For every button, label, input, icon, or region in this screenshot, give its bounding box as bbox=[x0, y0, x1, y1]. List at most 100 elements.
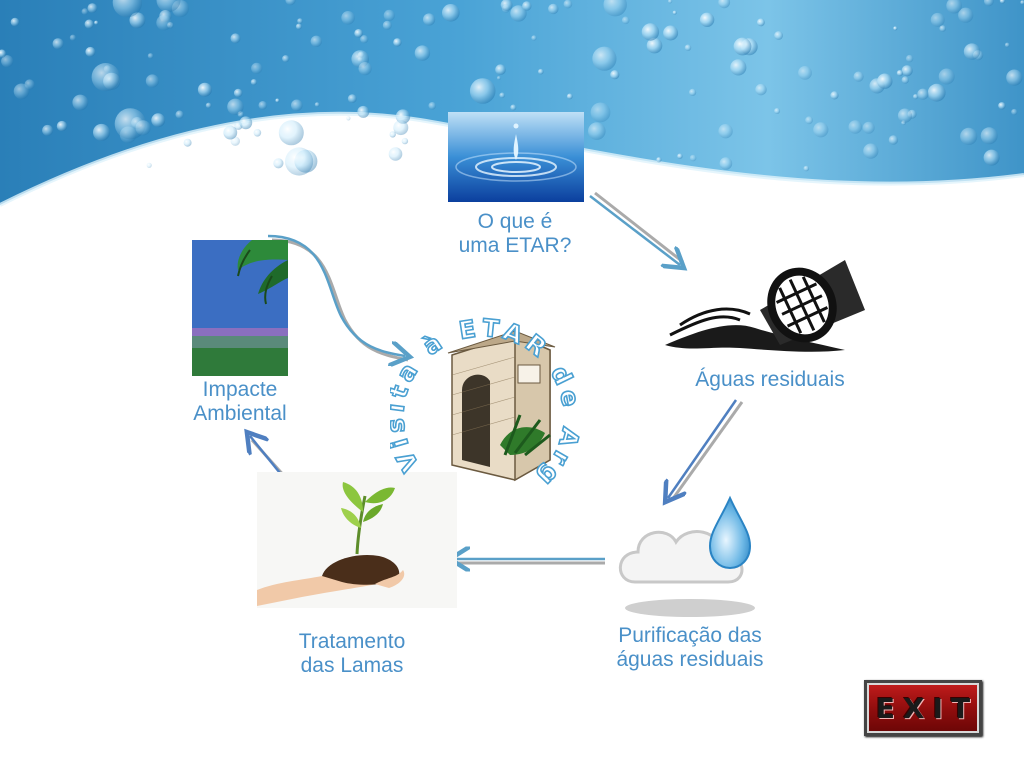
bubble bbox=[285, 147, 314, 176]
node-wastewater[interactable]: Águas residuais bbox=[660, 250, 870, 400]
bubble bbox=[205, 102, 212, 109]
bubble bbox=[251, 62, 263, 74]
node-label-what-is-etar: O que é uma ETAR? bbox=[458, 210, 572, 257]
bubble bbox=[522, 1, 532, 11]
bubble bbox=[672, 10, 677, 15]
bubble bbox=[358, 62, 372, 76]
bubble bbox=[414, 45, 431, 61]
bubble bbox=[510, 5, 527, 22]
bubble bbox=[346, 116, 351, 121]
bubble bbox=[917, 88, 929, 100]
bubble bbox=[677, 153, 683, 159]
bubble bbox=[805, 116, 813, 125]
bubble bbox=[803, 165, 810, 172]
bubble bbox=[401, 137, 409, 145]
bubble bbox=[129, 12, 146, 29]
bubble bbox=[428, 102, 437, 110]
bubble bbox=[258, 101, 268, 110]
bubble bbox=[42, 124, 54, 136]
bubble bbox=[548, 3, 559, 15]
bubble bbox=[395, 109, 411, 124]
bubble bbox=[197, 82, 212, 97]
bubble bbox=[393, 38, 402, 47]
bubble bbox=[946, 0, 962, 14]
bubble bbox=[81, 8, 89, 15]
bubble bbox=[848, 120, 863, 134]
bubble bbox=[72, 94, 89, 111]
bubble bbox=[603, 0, 627, 17]
bubble bbox=[510, 104, 517, 111]
bubble bbox=[893, 26, 898, 31]
bubble bbox=[862, 121, 875, 134]
bubble bbox=[183, 138, 192, 147]
bubble bbox=[275, 98, 280, 103]
bubble bbox=[930, 12, 945, 27]
exit-button-label: EXIT bbox=[875, 691, 979, 725]
bubble bbox=[1006, 69, 1023, 86]
cloud-drop-image bbox=[618, 495, 755, 617]
etar-building-logo: Visita à ETAR de Arganil - bbox=[378, 272, 581, 496]
bubble bbox=[641, 23, 660, 41]
bubble bbox=[984, 0, 994, 7]
hand-plant-image bbox=[257, 472, 457, 608]
bubble bbox=[423, 13, 436, 26]
bubble bbox=[757, 18, 765, 27]
bubble bbox=[239, 116, 253, 130]
node-label-impact: Impacte Ambiental bbox=[193, 378, 287, 425]
bubble bbox=[382, 20, 392, 30]
bubble bbox=[285, 0, 296, 6]
bubble bbox=[112, 0, 143, 18]
drain-pipe-image bbox=[665, 260, 865, 352]
node-label-wastewater: Águas residuais bbox=[695, 368, 845, 391]
bubble bbox=[56, 120, 68, 132]
bubble bbox=[388, 147, 403, 161]
bubble bbox=[853, 71, 864, 82]
node-impact[interactable]: Impacte Ambiental bbox=[180, 240, 300, 440]
landscape-image bbox=[192, 240, 288, 376]
bubble bbox=[980, 127, 998, 145]
bubble bbox=[357, 105, 370, 118]
node-label-sludge: Tratamento das Lamas bbox=[298, 630, 406, 677]
bubble bbox=[230, 33, 241, 44]
bubble bbox=[146, 162, 152, 168]
bubble bbox=[442, 4, 460, 22]
node-purification[interactable]: Purificação das águas residuais bbox=[595, 490, 785, 690]
bubble bbox=[354, 29, 363, 38]
bubble bbox=[684, 44, 692, 51]
node-sludge[interactable]: Tratamento das Lamas bbox=[257, 472, 457, 694]
bubble bbox=[563, 0, 573, 9]
bubble bbox=[227, 98, 244, 116]
bubble bbox=[798, 66, 812, 80]
bubble bbox=[495, 64, 506, 75]
bubble bbox=[913, 94, 919, 100]
bubble bbox=[863, 143, 879, 159]
node-what-is-etar[interactable]: O que é uma ETAR? bbox=[440, 110, 590, 270]
bubble bbox=[278, 120, 304, 146]
bubble bbox=[830, 91, 839, 100]
bubble bbox=[963, 43, 981, 60]
bubble bbox=[958, 7, 974, 23]
bubble bbox=[499, 92, 506, 99]
bubble bbox=[888, 135, 899, 145]
bubble bbox=[383, 9, 395, 21]
bubble bbox=[135, 120, 151, 136]
bubble bbox=[393, 120, 409, 136]
bubble bbox=[927, 83, 946, 102]
bubble bbox=[469, 78, 496, 104]
center-logo[interactable]: Visita à ETAR de Arganil - bbox=[378, 272, 600, 496]
bubble bbox=[273, 158, 284, 169]
bubble bbox=[253, 129, 262, 137]
bubble bbox=[347, 94, 357, 103]
bubble bbox=[718, 124, 733, 139]
bubble bbox=[733, 37, 752, 56]
bubble bbox=[983, 149, 1000, 166]
bubble bbox=[10, 17, 20, 27]
bubble bbox=[901, 76, 909, 84]
bubble bbox=[730, 59, 747, 76]
bubble bbox=[538, 68, 544, 75]
bubble bbox=[621, 16, 630, 25]
arrow-purification-to-sludge bbox=[452, 559, 605, 563]
exit-button[interactable]: EXIT bbox=[864, 680, 982, 736]
bubble bbox=[960, 127, 978, 145]
bubble bbox=[718, 0, 731, 9]
